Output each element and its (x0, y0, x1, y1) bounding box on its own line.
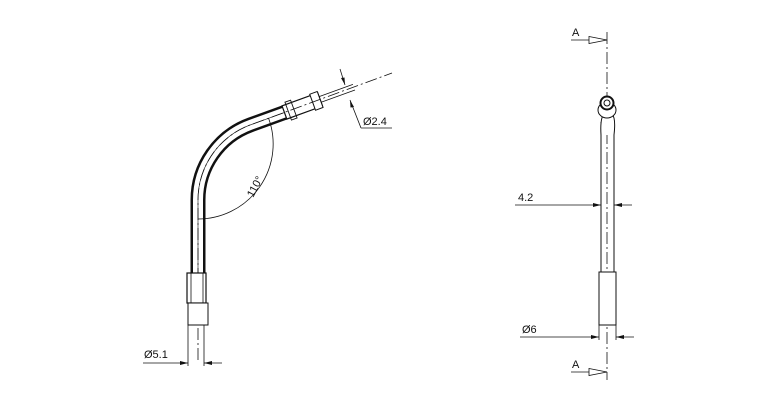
section-label-top: A (572, 27, 580, 39)
base-ferrule (187, 302, 209, 326)
section-label-bottom: A (572, 359, 580, 371)
tip-diameter-label: Ø2.4 (363, 116, 387, 128)
width-label: 4.2 (518, 192, 533, 204)
sleeve-diameter-label: Ø6 (522, 324, 537, 336)
width-dimension: 4.2 (515, 192, 632, 207)
front-view: 4.2 Ø6 A A (515, 27, 634, 380)
section-marker-bottom: A (571, 359, 608, 376)
bent-tube-outline (190, 103, 293, 273)
tip-diameter-dimension: Ø2.4 (339, 68, 392, 129)
section-marker-top: A (571, 27, 608, 44)
base-diameter-dimension: Ø5.1 (143, 349, 222, 365)
side-centerline (197, 72, 393, 360)
tip-head (597, 95, 617, 136)
base-diameter-label: Ø5.1 (144, 349, 168, 361)
front-sleeve (598, 271, 617, 326)
side-view: Ø5.1 110° Ø2.4 (143, 68, 393, 366)
sleeve-diameter-dimension: Ø6 (520, 324, 634, 339)
bend-angle-label: 110° (245, 174, 266, 199)
